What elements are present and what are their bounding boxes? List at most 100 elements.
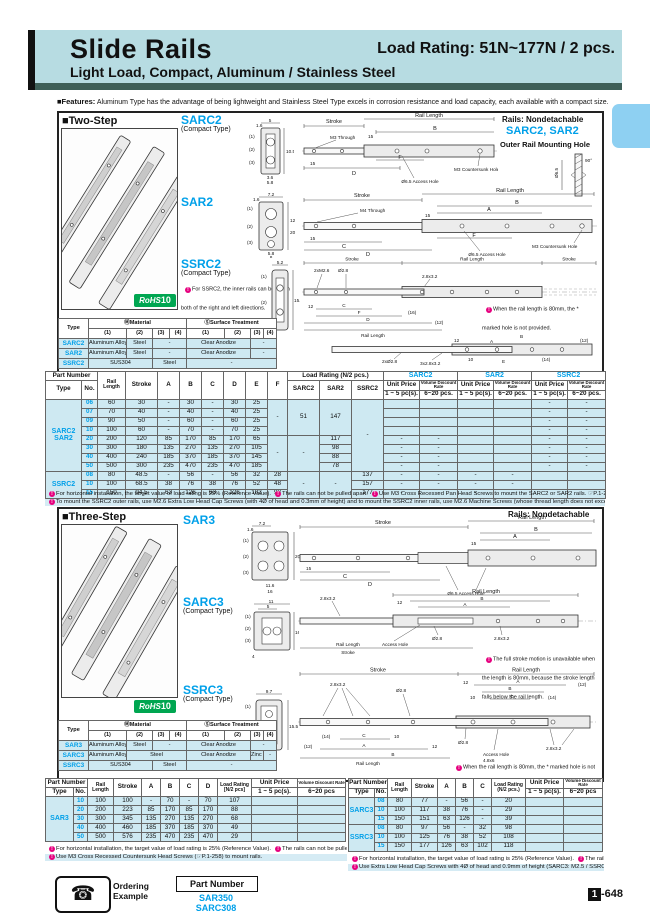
cell: 52 [245, 479, 269, 490]
cell: 185 [245, 461, 269, 472]
rails-note-three-step: Rails: Nondetachable [508, 510, 590, 519]
cell: 15 [80, 488, 99, 499]
header-cell: A [157, 371, 181, 400]
example-part-number-1: SAR350 [198, 893, 234, 903]
dim-label: B [515, 200, 519, 206]
cell: 76 [455, 805, 475, 816]
note-icon: ! [578, 856, 585, 862]
cell: 177 [351, 488, 385, 499]
cell: 30 [80, 443, 99, 454]
dim-label: 4.8x6 [483, 758, 495, 763]
cell [419, 425, 459, 436]
dim-label: Ø6.5 [554, 167, 559, 178]
cell: SSRC3 [58, 760, 89, 771]
cell: 98 [491, 823, 527, 834]
note-text: To mount the SSRC2 outer rails, use M2.6… [56, 499, 605, 505]
header-cell: Rail Length [387, 778, 413, 798]
ssrc2-note: !For SSRC2, the inner rails can be slid … [181, 280, 297, 318]
header-cell: Rail Length [87, 778, 115, 797]
cell: 40 [72, 823, 89, 833]
cell: - [383, 470, 421, 481]
dim-label: Rail Length [496, 188, 524, 194]
cell: 200 [87, 805, 115, 815]
three-step-photo [43, 524, 189, 701]
dim-label: Stroke [370, 668, 386, 674]
cell: 145 [245, 452, 269, 463]
cell: 25 [245, 407, 269, 418]
cell: - [151, 348, 188, 359]
cell: 76 [223, 479, 247, 490]
dim-label: (12) [435, 320, 444, 325]
note-icon: ! [49, 491, 55, 497]
cell: 68 [217, 814, 253, 824]
page-edge-tab[interactable] [612, 104, 650, 148]
header-cell: SSRC2 [531, 371, 607, 381]
cell: 40 [179, 407, 203, 418]
cell: 185 [201, 452, 225, 463]
cell: Clear Anodize [186, 348, 252, 359]
dim-label: M3 Countersunk Hole [532, 244, 578, 249]
cell: - [263, 750, 278, 761]
product-name-ssrc3: SSRC3 [183, 683, 224, 697]
cell: 150 [387, 814, 413, 825]
cell: - [531, 425, 569, 436]
header-cell: (2) [126, 730, 153, 741]
features-line: ■Features: Aluminum Type has the advanta… [57, 97, 617, 106]
cell: - [531, 416, 569, 427]
dim-label: Ø2.8 [338, 268, 349, 273]
cell: 223 [113, 805, 143, 815]
cell: 370 [198, 823, 219, 833]
dim-label: Access Hole [483, 752, 509, 757]
cell: - [419, 470, 459, 481]
cell: 70 [198, 796, 219, 806]
dim-label: A [490, 339, 494, 344]
dim-label: 11.6 [266, 583, 275, 588]
cell: 135 [141, 814, 162, 824]
dim-label: Rail Length [415, 113, 443, 119]
cell [383, 425, 421, 436]
header-cell: Load Rating (N/2 pcs.) [287, 371, 385, 381]
dim-label: 1.6 [247, 527, 254, 532]
cell: SAR2 [58, 348, 89, 359]
dim-label: 2.8x3.2 [546, 746, 562, 751]
dim-label: (14) [542, 357, 551, 362]
header-cell: Volume Discount Rate [563, 778, 604, 789]
cell: SARC2 SAR2 [45, 398, 82, 472]
cell: 125 [411, 832, 439, 843]
cell: 576 [113, 832, 143, 842]
dim-label: 10.5 [286, 149, 294, 154]
header-cell: Part Number [44, 778, 89, 788]
cell: 105 [245, 443, 269, 454]
dim-label: 15 [310, 236, 316, 241]
cell: - [141, 796, 162, 806]
cell [525, 796, 565, 807]
cell [457, 398, 495, 409]
note-icon: ! [185, 286, 191, 293]
dim-label: 7.2 [259, 521, 266, 526]
header-cell: Volume Discount Rate [419, 380, 459, 391]
callout: (2) [249, 147, 255, 152]
cell: 80 [387, 823, 413, 834]
ssrc3-side-diagram: Stroke Rail Length 2.8x3.2 Ø2.8 12 A (12… [298, 668, 598, 766]
cell: 09 [80, 416, 99, 427]
dim-label: (12) [580, 338, 589, 343]
cell: 117 [411, 805, 439, 816]
cell: 345 [113, 814, 143, 824]
header-cell: Stroke [125, 371, 159, 400]
cell: SUS304 [88, 358, 153, 369]
dim-label: Rail Length [472, 589, 500, 595]
two-step-footnote-1: !For horizontal installation, the target… [45, 491, 605, 498]
cell: 49 [217, 823, 253, 833]
sarc2-side-diagram: Stroke Rail Length B 15 M3 Through 15 D … [302, 113, 498, 184]
header-cell: (4) [263, 730, 278, 741]
three-step-product-photo [43, 526, 189, 701]
cell [419, 398, 459, 409]
header-cell: (1) [88, 328, 127, 339]
cell: 50 [72, 832, 89, 842]
header-cell: ⓂMaterial [87, 720, 188, 731]
cell: 56 [223, 470, 247, 481]
header-cell: SAR2 [457, 371, 533, 381]
header-cell: SARC2 [287, 380, 321, 400]
cell [493, 434, 533, 445]
header-cell: SAR2 [319, 380, 353, 400]
